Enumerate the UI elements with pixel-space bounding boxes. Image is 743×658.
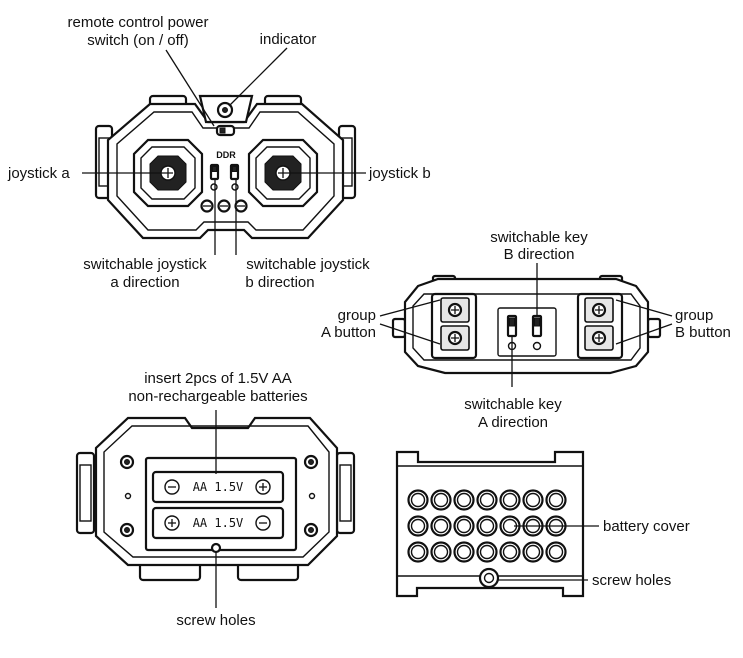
label-key-a-2: A direction <box>478 414 548 431</box>
cover-hole-inner <box>456 518 472 534</box>
leader-group-a <box>379 299 441 345</box>
remote-front-view: switchable key B direction group A butto… <box>321 229 731 431</box>
label-group-b-2: B button <box>675 324 731 341</box>
label-key-b-2: B direction <box>504 246 575 263</box>
battery-cover-view: battery cover screw holes <box>395 450 690 598</box>
label-power-switch-1: remote control power <box>68 14 209 31</box>
cover-hole-inner <box>410 544 426 560</box>
label-group-a-1: group <box>338 307 376 324</box>
cover-screw-hole <box>478 567 500 589</box>
label-switch-a-2: a direction <box>110 274 179 291</box>
label-indicator: indicator <box>260 31 317 48</box>
label-switch-b-1: switchable joystick <box>246 256 370 273</box>
label-joystick-b: joystick b <box>368 165 431 182</box>
battery-compartment-view: AA 1.5V AA 1.5V insert 2pcs of 1.5V AA n… <box>75 370 356 629</box>
group-b-buttons <box>576 292 624 360</box>
label-battery-cover: battery cover <box>603 518 690 535</box>
cover-hole-inner <box>502 492 518 508</box>
label-insert-2: non-rechargeable batteries <box>128 388 307 405</box>
label-cover-screw-holes: screw holes <box>592 572 671 589</box>
joystick-b <box>247 138 319 208</box>
battery-cover-holes <box>407 489 567 563</box>
cover-hole-inner <box>410 492 426 508</box>
cover-hole-inner <box>548 492 564 508</box>
cover-hole-inner <box>433 544 449 560</box>
cover-hole-inner <box>502 544 518 560</box>
cover-hole-inner <box>410 518 426 534</box>
label-key-a-1: switchable key <box>464 396 562 413</box>
center-screw-hole <box>210 542 222 554</box>
label-key-b-1: switchable key <box>490 229 588 246</box>
label-joystick-a: joystick a <box>7 165 70 182</box>
label-group-a-2: A button <box>321 324 376 341</box>
label-switch-a-1: switchable joystick <box>83 256 207 273</box>
cover-hole-inner <box>525 544 541 560</box>
battery-1: AA 1.5V <box>151 470 285 504</box>
emblem-text: DDR <box>216 150 236 160</box>
leader-indicator <box>228 47 288 107</box>
joystick-a <box>132 138 204 208</box>
cover-hole-inner <box>479 544 495 560</box>
cover-hole-inner <box>479 492 495 508</box>
label-screw-holes: screw holes <box>176 612 255 629</box>
remote-top-view: DDR remote control power switch (on / of… <box>7 14 431 291</box>
cover-hole-inner <box>433 492 449 508</box>
cover-hole-inner <box>433 518 449 534</box>
label-group-b-1: group <box>675 307 713 324</box>
leader-power-switch <box>165 49 215 127</box>
cover-hole-inner <box>525 492 541 508</box>
cover-hole-inner <box>548 544 564 560</box>
battery-2: AA 1.5V <box>151 506 285 540</box>
cover-hole-inner <box>456 492 472 508</box>
leader-group-b <box>615 299 673 345</box>
label-insert-1: insert 2pcs of 1.5V AA <box>144 370 292 387</box>
battery-2-label: AA 1.5V <box>193 516 244 530</box>
battery-1-label: AA 1.5V <box>193 480 244 494</box>
label-power-switch-2: switch (on / off) <box>87 32 188 49</box>
group-a-buttons <box>430 292 478 360</box>
cover-hole-inner <box>479 518 495 534</box>
cover-hole-inner <box>456 544 472 560</box>
label-switch-b-2: b direction <box>245 274 314 291</box>
